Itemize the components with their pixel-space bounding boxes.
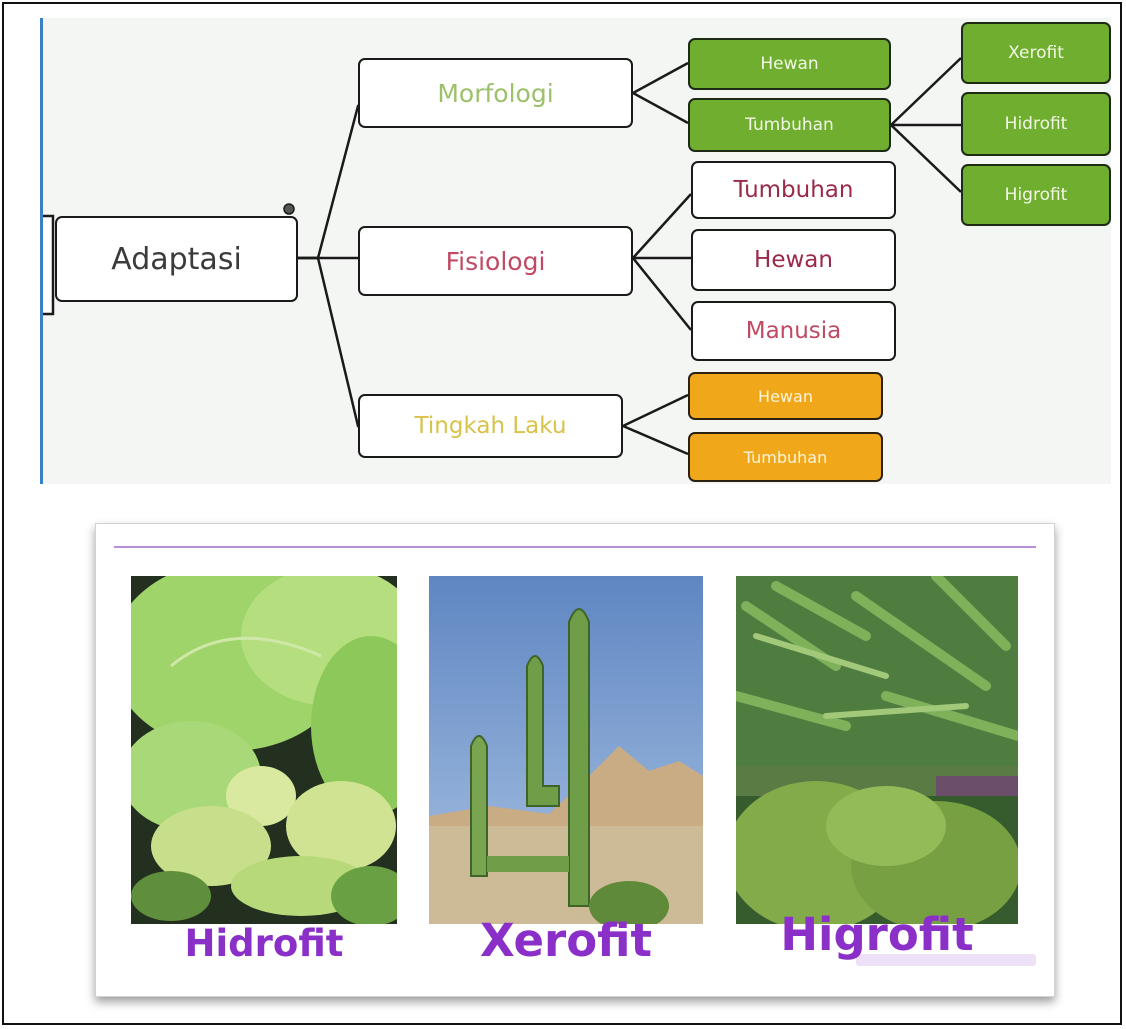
tingkah-hewan-node: Hewan <box>688 372 883 420</box>
connector-fisiologi-manusia <box>632 257 692 331</box>
fisiologi-tumbuhan-node: Tumbuhan <box>691 161 896 219</box>
tingkah-tumbuhan-node: Tumbuhan <box>688 432 883 482</box>
connector-fisiologi-tumbuhan <box>632 193 692 259</box>
partial-left-node <box>43 214 55 316</box>
hidrofit-photo <box>131 576 397 924</box>
xerofit-node: Xerofit <box>961 22 1111 84</box>
connector-morfologi-tumbuhan <box>632 91 689 125</box>
higrofit-node: Higrofit <box>961 164 1111 226</box>
header-divider <box>114 546 1036 548</box>
hidrofit-node: Hidrofit <box>961 92 1111 156</box>
caption-higrofit: Higrofit <box>780 908 974 961</box>
branch-morfologi: Morfologi <box>358 58 633 128</box>
connector-tumbuhan-higrofit <box>890 124 962 193</box>
fisiologi-manusia-node: Manusia <box>691 301 896 361</box>
connector-root-morfologi <box>298 104 363 260</box>
watermark-smudge <box>856 954 1036 966</box>
plant-types-card: Hidrofit Xerofit Higrofit <box>95 523 1055 997</box>
connector-tingkah-tumbuhan <box>622 424 689 456</box>
caption-hidrofit: Hidrofit <box>184 922 344 965</box>
adaptation-mind-map: Adaptasi Morfologi Fisiologi Tingkah Lak… <box>40 18 1111 484</box>
higrofit-photo <box>736 576 1018 924</box>
branch-fisiologi: Fisiologi <box>358 226 633 296</box>
morfologi-hewan-node: Hewan <box>688 38 891 90</box>
connector-tingkah-hewan <box>622 393 689 428</box>
root-node: Adaptasi <box>55 216 298 302</box>
caption-xerofit: Xerofit <box>480 914 652 967</box>
node-handle <box>283 203 295 215</box>
connector-root-tingkah <box>298 256 363 428</box>
connector-morfologi-hewan <box>632 61 689 95</box>
xerofit-photo <box>429 576 703 924</box>
morfologi-tumbuhan-node: Tumbuhan <box>688 98 891 152</box>
connector-tumbuhan-xerofit <box>890 57 962 126</box>
fisiologi-hewan-node: Hewan <box>691 229 896 291</box>
branch-tingkah-laku: Tingkah Laku <box>358 394 623 458</box>
